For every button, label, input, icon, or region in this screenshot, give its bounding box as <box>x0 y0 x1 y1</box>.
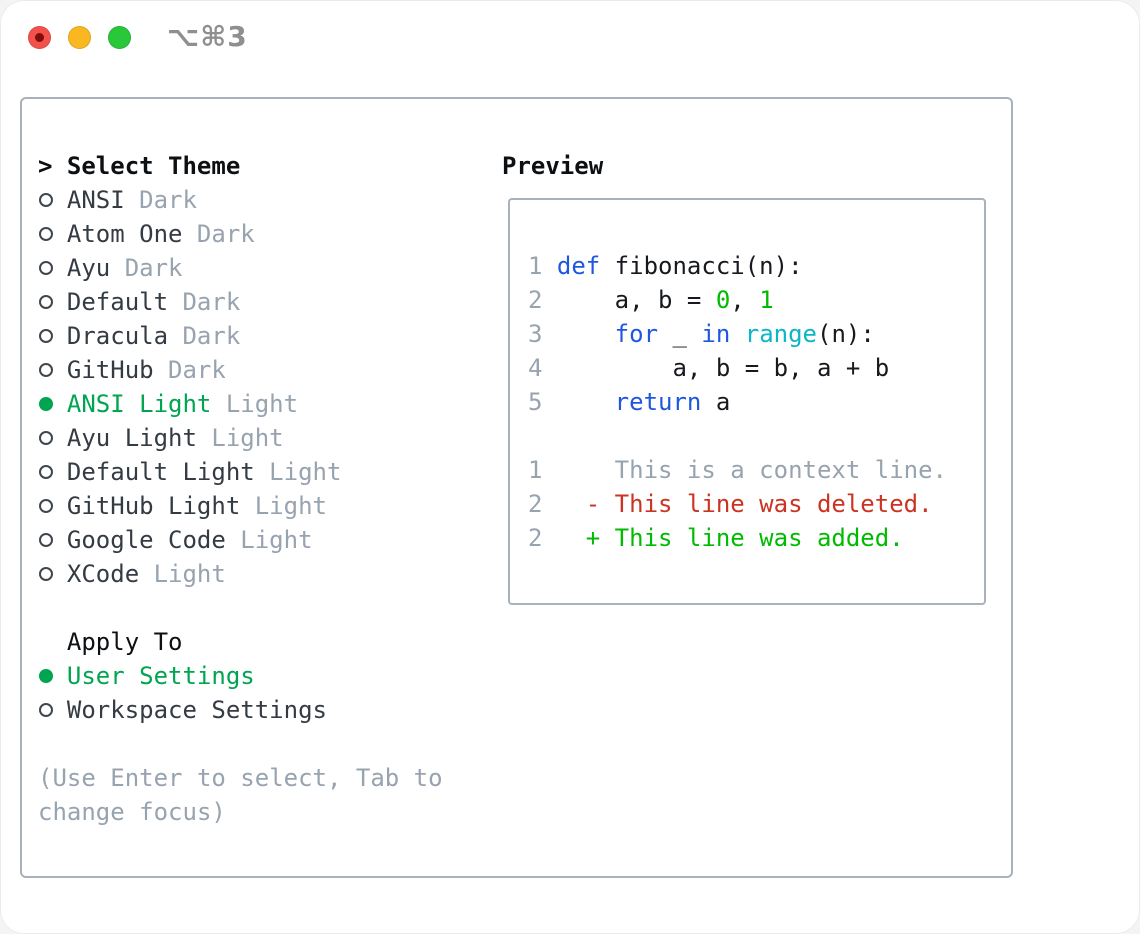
theme-list-column: > Select Theme ANSI Dark Atom One Dark A… <box>38 149 443 829</box>
line-number: 2 <box>528 490 543 518</box>
theme-tag: Light <box>153 560 226 588</box>
apply-option-user-settings[interactable]: User Settings <box>38 659 443 693</box>
window-title: ⌥⌘3 <box>167 20 248 53</box>
radio-selected-icon <box>39 397 53 411</box>
line-number: 1 <box>528 252 543 280</box>
radio-icon <box>39 533 53 547</box>
line-number: 3 <box>528 320 543 348</box>
theme-tag: Light <box>211 424 284 452</box>
line-number: 4 <box>528 354 543 382</box>
radio-selected-icon <box>39 669 53 683</box>
theme-picker-panel: > Select Theme ANSI Dark Atom One Dark A… <box>20 97 1013 878</box>
radio-icon <box>39 499 53 513</box>
close-button-icon[interactable] <box>28 26 51 49</box>
theme-option-ansi-light[interactable]: ANSI Light Light <box>38 387 443 421</box>
theme-option-github-light[interactable]: GitHub Light Light <box>38 489 443 523</box>
diff-deleted-line: 2 - This line was deleted. <box>528 490 933 518</box>
theme-tag: Light <box>225 390 299 418</box>
radio-icon <box>39 227 53 241</box>
radio-icon <box>39 703 53 717</box>
minimize-button-icon[interactable] <box>68 26 91 49</box>
cursor-prompt: > <box>38 152 53 180</box>
line-number: 2 <box>528 286 543 314</box>
theme-tag: Light <box>269 458 342 486</box>
apply-to-header: Apply To <box>38 625 443 659</box>
select-theme-title: Select Theme <box>66 152 241 180</box>
theme-option-ansi-dark[interactable]: ANSI Dark <box>38 183 443 217</box>
select-theme-header: > Select Theme <box>38 149 443 183</box>
preview-title: Preview <box>502 152 604 180</box>
theme-option-github-dark[interactable]: GitHub Dark <box>38 353 443 387</box>
maximize-button-icon[interactable] <box>108 26 131 49</box>
traffic-lights <box>28 26 131 49</box>
radio-icon <box>39 329 53 343</box>
theme-tag: Light <box>240 526 313 554</box>
theme-tag: Dark <box>182 288 241 316</box>
line-number: 5 <box>528 388 543 416</box>
theme-tag: Dark <box>124 254 183 282</box>
radio-icon <box>39 363 53 377</box>
radio-icon <box>39 465 53 479</box>
line-number: 1 <box>528 456 543 484</box>
theme-option-ayu-dark[interactable]: Ayu Dark <box>38 251 443 285</box>
radio-icon <box>39 567 53 581</box>
code-line: 3 for _ in range(n): <box>528 320 875 348</box>
apply-to-title: Apply To <box>66 628 183 656</box>
radio-icon <box>39 193 53 207</box>
theme-option-xcode[interactable]: XCode Light <box>38 557 443 591</box>
blank-line <box>528 419 984 453</box>
record-dot-icon <box>35 33 44 42</box>
theme-option-default-light[interactable]: Default Light Light <box>38 455 443 489</box>
code-line: 4 a, b = b, a + b <box>528 354 890 382</box>
radio-icon <box>39 431 53 445</box>
theme-option-ayu-light[interactable]: Ayu Light Light <box>38 421 443 455</box>
theme-tag: Dark <box>168 356 226 384</box>
theme-tag: Dark <box>139 186 197 214</box>
line-number: 2 <box>528 524 543 552</box>
theme-tag: Light <box>254 492 327 520</box>
theme-tag: Dark <box>196 220 255 248</box>
theme-tag: Dark <box>182 322 241 350</box>
diff-added-line: 2 + This line was added. <box>528 524 904 552</box>
radio-icon <box>39 261 53 275</box>
theme-option-default-dark[interactable]: Default Dark <box>38 285 443 319</box>
diff-context-line: 1 This is a context line. <box>528 456 948 484</box>
theme-option-google-code[interactable]: Google Code Light <box>38 523 443 557</box>
theme-option-atom-one-dark[interactable]: Atom One Dark <box>38 217 443 251</box>
code-line: 5 return a <box>528 388 731 416</box>
radio-icon <box>39 295 53 309</box>
code-line: 2 a, b = 0, 1 <box>528 286 774 314</box>
theme-option-dracula-dark[interactable]: Dracula Dark <box>38 319 443 353</box>
preview-header: Preview <box>502 149 986 183</box>
help-text-line-2: change focus) <box>38 798 226 826</box>
help-text-line-1: (Use Enter to select, Tab to <box>38 764 443 792</box>
apply-option-workspace-settings[interactable]: Workspace Settings <box>38 693 443 727</box>
